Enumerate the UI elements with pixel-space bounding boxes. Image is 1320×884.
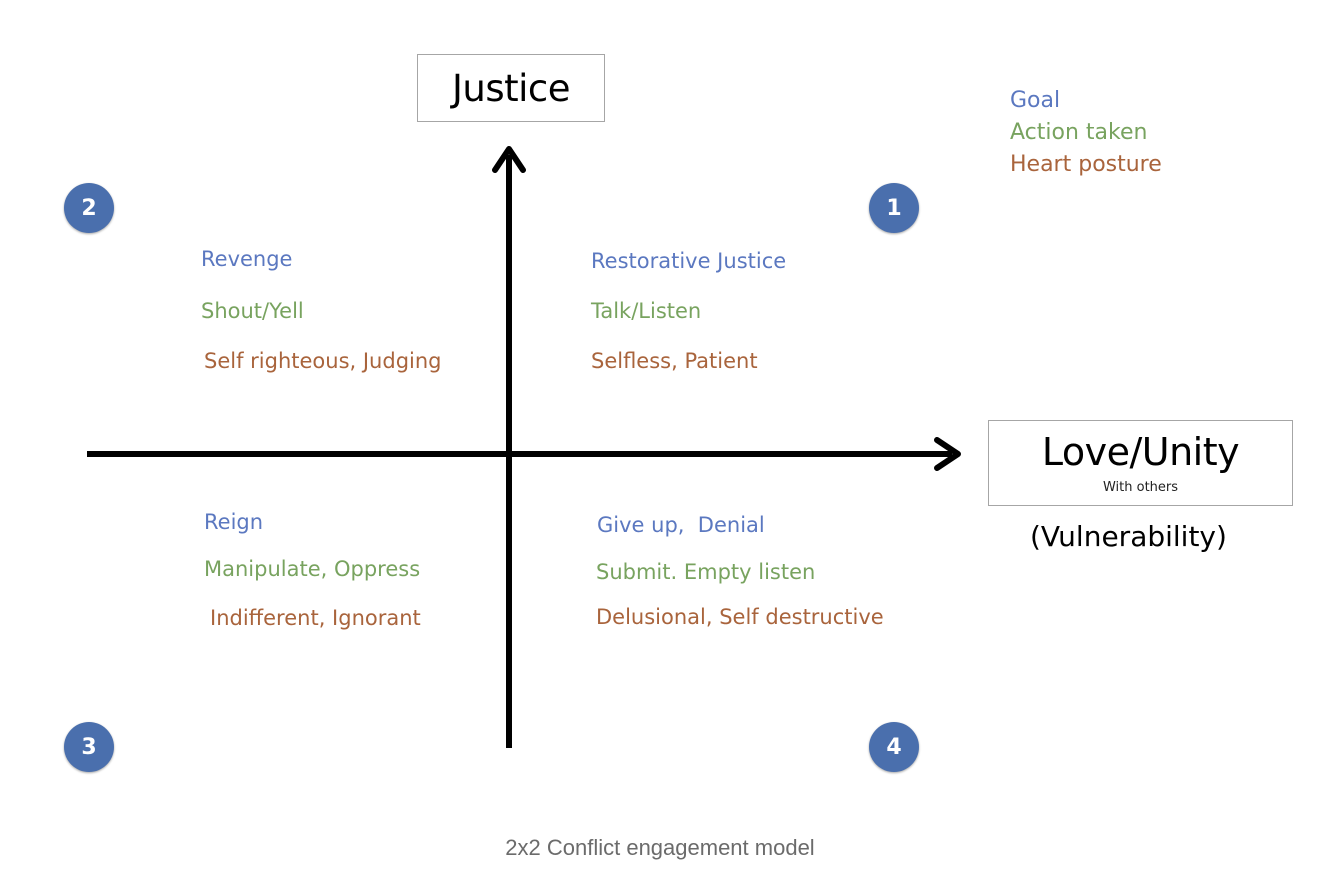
horizontal-axis-arrowhead (934, 437, 961, 471)
quadrant-2-action: Shout/Yell (201, 299, 304, 323)
love-unity-sublabel: With others (1102, 480, 1179, 495)
quadrant-1-heart: Selfless, Patient (591, 349, 758, 373)
love-unity-axis-label: Love/Unity (1041, 430, 1240, 474)
quadrant-2-goal: Revenge (201, 247, 293, 271)
quadrant-1-goal: Restorative Justice (591, 249, 787, 273)
legend-action-taken: Action taken (1010, 120, 1148, 145)
quadrant-3-action: Manipulate, Oppress (204, 557, 421, 581)
quadrant-4-goal: Give up, Denial (597, 513, 765, 537)
vulnerability-note: (Vulnerability) (1030, 520, 1227, 553)
figure-caption: 2x2 Conflict engagement model (505, 835, 815, 860)
quadrant-1-badge: 1 (869, 183, 919, 233)
quadrant-1-action: Talk/Listen (591, 299, 702, 323)
love-unity-axis-label-box: Love/Unity With others (988, 420, 1293, 506)
quadrant-3-heart: Indifferent, Ignorant (210, 606, 421, 630)
vertical-axis-arrowhead (492, 146, 526, 173)
legend-goal: Goal (1010, 88, 1061, 113)
quadrant-2-badge: 2 (64, 183, 114, 233)
legend-heart-posture: Heart posture (1010, 152, 1162, 177)
quadrant-4-heart: Delusional, Self destructive (596, 605, 884, 629)
quadrant-3-goal: Reign (204, 510, 264, 534)
quadrant-4-action: Submit. Empty listen (596, 560, 816, 584)
quadrant-3-badge: 3 (64, 722, 114, 772)
justice-axis-label-box: Justice (417, 54, 605, 122)
quadrant-4-badge: 4 (869, 722, 919, 772)
justice-axis-label: Justice (451, 66, 571, 110)
quadrant-2-heart: Self righteous, Judging (204, 349, 442, 373)
